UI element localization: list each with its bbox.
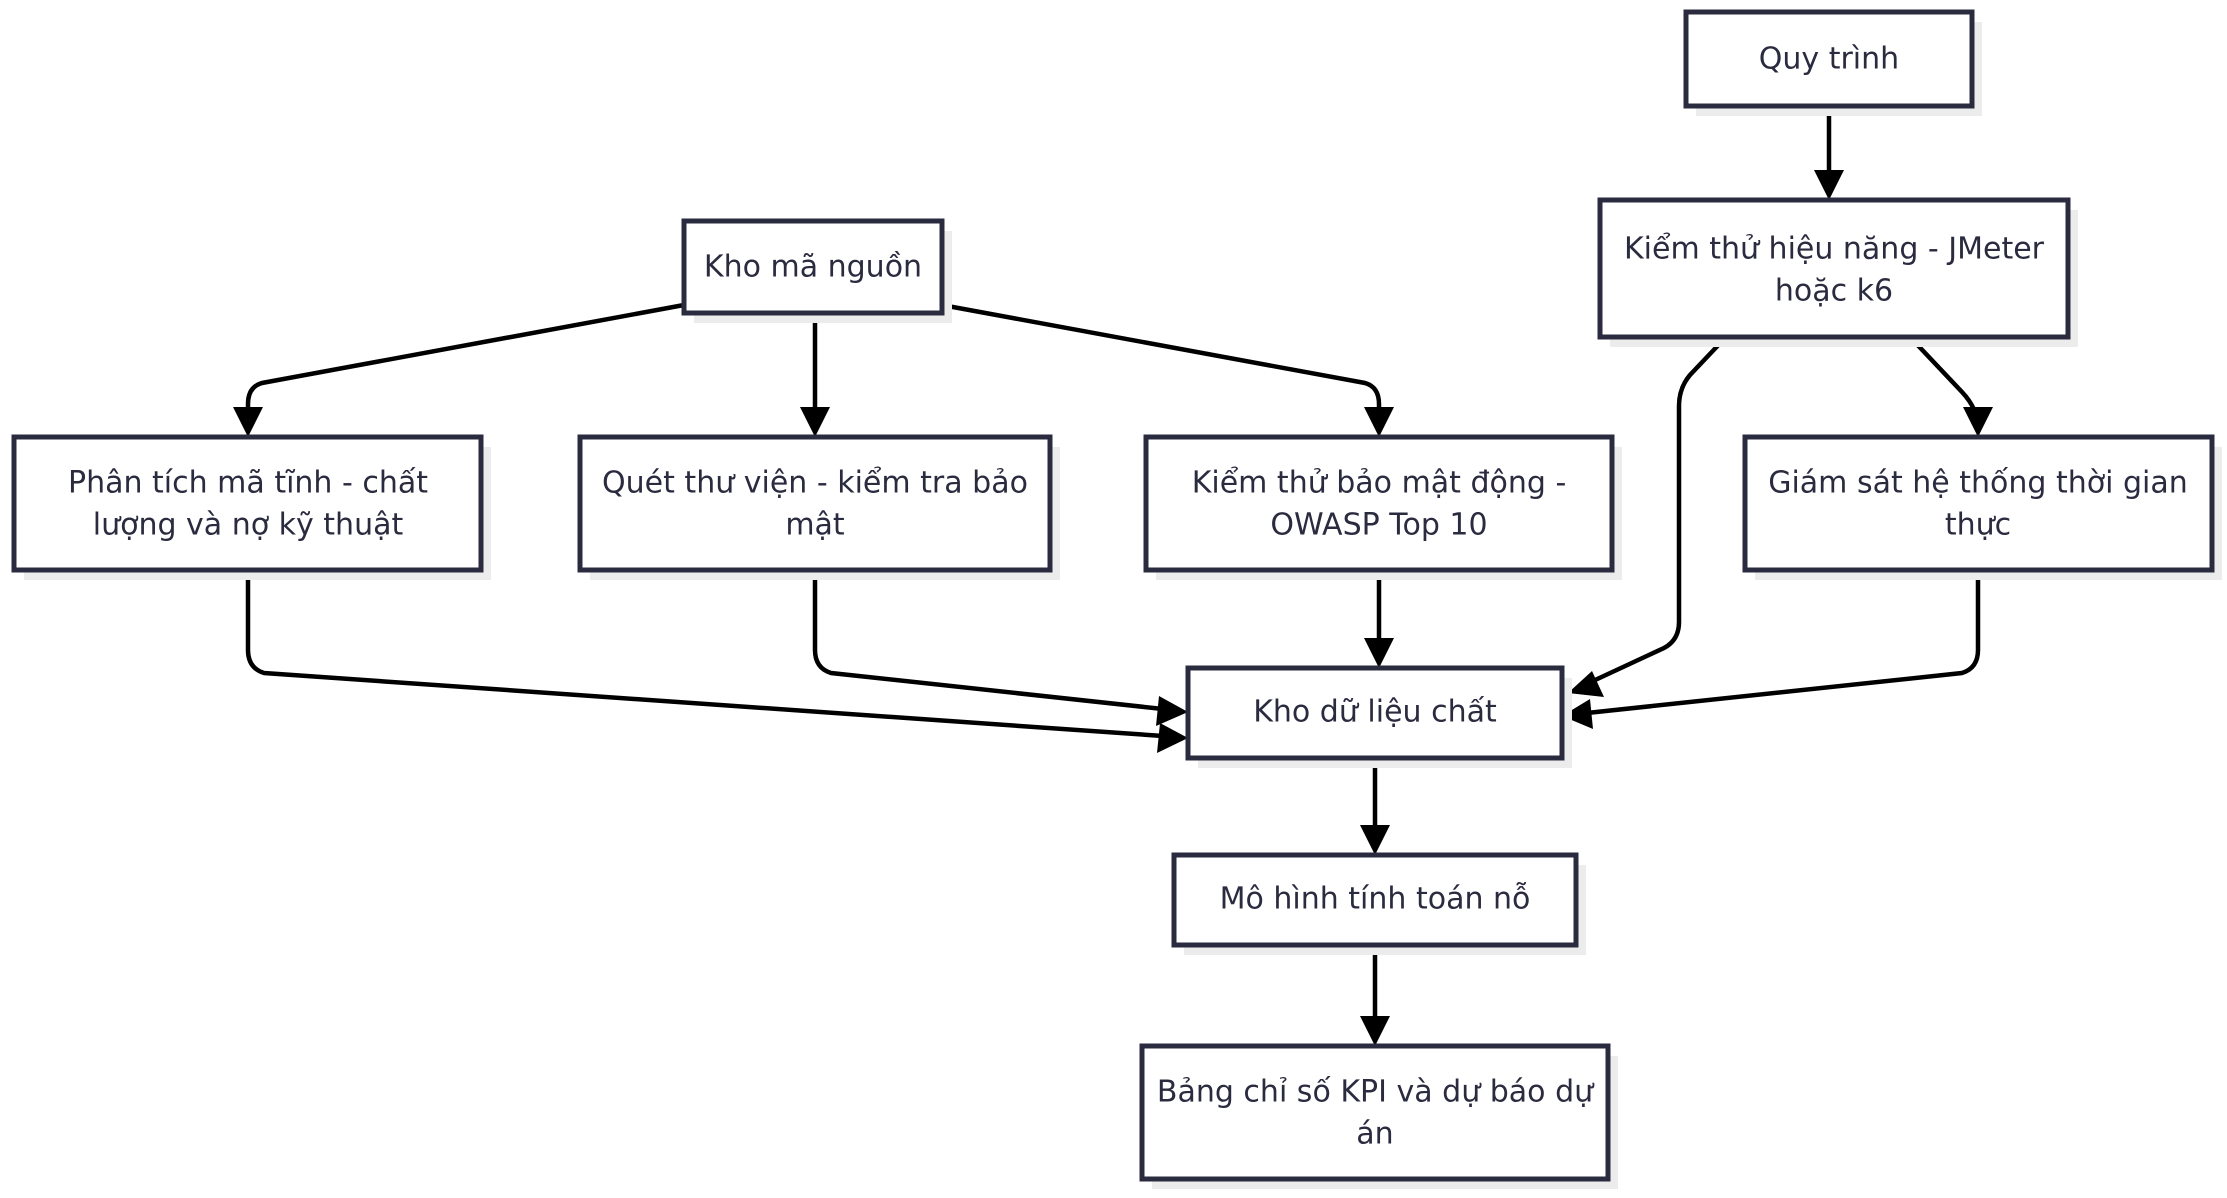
edge-quy-trinh-to-kiem-thu-hieu-nang xyxy=(1814,106,1844,200)
edge-phan-tich-ma-tinh-to-kho-du-lieu-chat xyxy=(245,570,1188,753)
node-mo-hinh-tinh-toan[interactable]: Mô hình tính toán nỗ xyxy=(1171,852,1586,955)
node-label-phan-tich-ma-tinh-line1: Phân tích mã tĩnh - chất xyxy=(68,466,428,501)
edge-layer xyxy=(233,106,1993,1046)
node-kiem-thu-hieu-nang[interactable]: Kiểm thử hiệu năng - JMeter hoặc k6 xyxy=(1597,197,2078,347)
node-label-quet-thu-vien-line1: Quét thư viện - kiểm tra bảo xyxy=(602,465,1028,501)
node-kho-ma-nguon[interactable]: Kho mã nguồn xyxy=(681,218,952,323)
node-label-phan-tich-ma-tinh-line2: lượng và nợ kỹ thuật xyxy=(93,508,404,543)
node-phan-tich-ma-tinh[interactable]: Phân tích mã tĩnh - chất lượng và nợ kỹ … xyxy=(11,434,491,580)
node-label-kho-du-lieu-chat: Kho dữ liệu chất xyxy=(1253,695,1497,730)
node-label-bang-chi-so-kpi-line2: án xyxy=(1356,1117,1393,1152)
node-label-kiem-thu-bao-mat-dong-line1: Kiểm thử bảo mật động - xyxy=(1192,465,1567,501)
edge-kiem-thu-hieu-nang-to-kho-du-lieu-chat xyxy=(1568,335,1728,697)
node-kho-du-lieu-chat[interactable]: Kho dữ liệu chất xyxy=(1185,665,1572,768)
edge-mo-hinh-tinh-toan-to-bang-chi-so-kpi xyxy=(1360,945,1390,1046)
edge-kiem-thu-hieu-nang-to-giam-sat-he-thong xyxy=(1908,335,1993,437)
node-quy-trinh[interactable]: Quy trình xyxy=(1683,9,1982,116)
node-label-giam-sat-he-thong-line2: thực xyxy=(1945,508,2011,543)
edge-kho-du-lieu-chat-to-mo-hinh-tinh-toan xyxy=(1360,758,1390,855)
node-giam-sat-he-thong[interactable]: Giám sát hệ thống thời gian thực xyxy=(1742,434,2222,580)
edge-quet-thu-vien-to-kho-du-lieu-chat xyxy=(812,570,1188,726)
edge-giam-sat-he-thong-to-kho-du-lieu-chat xyxy=(1562,570,1981,729)
edge-kiem-thu-bao-mat-dong-to-kho-du-lieu-chat xyxy=(1364,570,1394,668)
node-label-bang-chi-so-kpi-line1: Bảng chỉ số KPI và dự báo dự xyxy=(1157,1075,1595,1110)
node-kiem-thu-bao-mat-dong[interactable]: Kiểm thử bảo mật động - OWASP Top 10 xyxy=(1143,434,1622,580)
edge-kho-ma-nguon-to-quet-thu-vien xyxy=(800,313,830,437)
node-label-kiem-thu-hieu-nang-line2: hoặc k6 xyxy=(1775,274,1893,309)
node-label-mo-hinh-tinh-toan: Mô hình tính toán nỗ xyxy=(1220,882,1531,917)
edge-kho-ma-nguon-to-kiem-thu-bao-mat-dong xyxy=(941,302,1394,437)
node-label-kiem-thu-bao-mat-dong-line2: OWASP Top 10 xyxy=(1270,508,1487,543)
node-quet-thu-vien[interactable]: Quét thư viện - kiểm tra bảo mật xyxy=(577,434,1060,580)
node-label-quy-trinh: Quy trình xyxy=(1759,42,1899,77)
node-label-kiem-thu-hieu-nang-line1: Kiểm thử hiệu năng - JMeter xyxy=(1624,231,2045,267)
node-label-quet-thu-vien-line2: mật xyxy=(785,508,845,543)
node-label-giam-sat-he-thong-line1: Giám sát hệ thống thời gian xyxy=(1768,466,2188,501)
node-label-kho-ma-nguon: Kho mã nguồn xyxy=(704,250,922,285)
node-layer: Quy trình Kiểm thử hiệu năng - JMeter ho… xyxy=(11,9,2222,1189)
node-bang-chi-so-kpi[interactable]: Bảng chỉ số KPI và dự báo dự án xyxy=(1139,1043,1618,1189)
edge-kho-ma-nguon-to-phan-tich-ma-tinh xyxy=(233,302,685,437)
